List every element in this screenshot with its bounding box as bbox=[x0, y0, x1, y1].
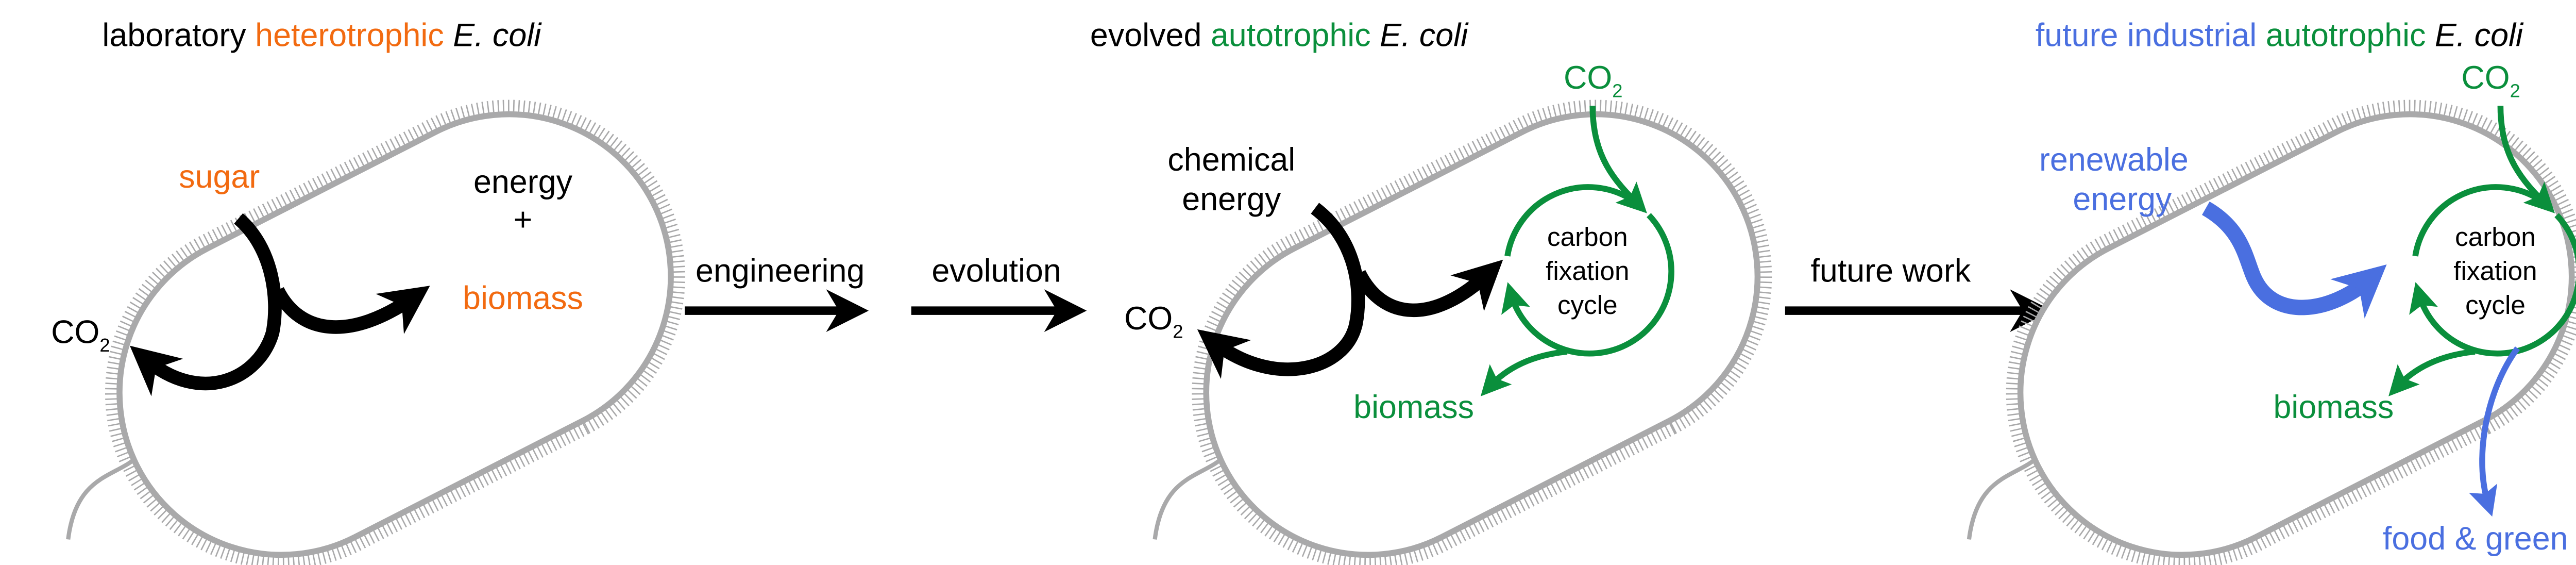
energy-to-co2-arrow bbox=[1197, 203, 1365, 379]
sugar-label: sugar bbox=[179, 159, 260, 195]
flagellum bbox=[66, 453, 142, 540]
renewable-energy-arrow bbox=[2201, 202, 2387, 319]
sugar-to-biomass-arrow bbox=[272, 286, 430, 335]
plus-label: + bbox=[514, 202, 533, 238]
biomass-label: biomass bbox=[463, 280, 583, 316]
biomass-label: biomass bbox=[1353, 389, 1474, 425]
co2-out-label: CO2 bbox=[51, 314, 110, 356]
products-label: food & green fuels bbox=[2383, 521, 2576, 557]
cell-body bbox=[105, 99, 686, 565]
sugar-to-co2-arrow bbox=[129, 213, 282, 396]
cycle-label-cycle: cycle bbox=[1557, 290, 1618, 320]
engineering-label: engineering bbox=[696, 253, 865, 289]
energy-label: energy bbox=[473, 164, 573, 200]
evolution-label: evolution bbox=[931, 253, 1061, 289]
cycle-label-fixation: fixation bbox=[1546, 256, 1629, 286]
co2-in-label: CO2 bbox=[2461, 60, 2520, 102]
cycle-arc-top bbox=[1504, 184, 1634, 257]
cycle-label-carbon: carbon bbox=[2455, 222, 2536, 252]
cycle-label-carbon: carbon bbox=[1547, 222, 1628, 252]
panel-future-industrial-autotrophic: future industrial autotrophic E. coli CO… bbox=[1967, 17, 2576, 565]
co2-in-label: CO2 bbox=[1564, 60, 1622, 102]
co2-out-label: CO2 bbox=[1124, 301, 1183, 342]
energy-label: energy bbox=[1182, 181, 1281, 217]
biomass-label: biomass bbox=[2273, 389, 2394, 425]
cycle-arc-main bbox=[2409, 213, 2576, 357]
panel2-title: evolved autotrophic E. coli bbox=[1090, 17, 1469, 53]
cycle-arc-main bbox=[1501, 213, 1674, 357]
future-work-label: future work bbox=[1810, 253, 1971, 289]
cycle-to-products-arrow bbox=[2469, 346, 2520, 517]
cycle-label-cycle: cycle bbox=[2465, 290, 2526, 320]
panel1-title: laboratory heterotrophic E. coli bbox=[102, 17, 542, 53]
panel-laboratory-heterotrophic: laboratory heterotrophic E. coli sugar e… bbox=[51, 17, 686, 565]
cycle-to-biomass-arrow bbox=[2388, 348, 2476, 396]
energy-to-cycle-arrow bbox=[1353, 259, 1503, 317]
cell-body bbox=[1192, 99, 1772, 565]
energy-label: energy bbox=[2073, 181, 2172, 217]
panel3-title: future industrial autotrophic E. coli bbox=[2036, 17, 2524, 53]
cycle-label-fixation: fixation bbox=[2453, 256, 2537, 286]
flagellum bbox=[1967, 453, 2042, 540]
chemical-label: chemical bbox=[1167, 142, 1295, 178]
flagellum bbox=[1153, 453, 1228, 540]
panel-evolved-autotrophic: evolved autotrophic E. coli CO2 chemical… bbox=[1090, 17, 1772, 565]
cycle-to-biomass-arrow bbox=[1480, 348, 1568, 396]
cycle-arc-top bbox=[2412, 184, 2541, 257]
cell-body bbox=[2006, 99, 2576, 565]
renewable-label: renewable bbox=[2039, 142, 2189, 178]
